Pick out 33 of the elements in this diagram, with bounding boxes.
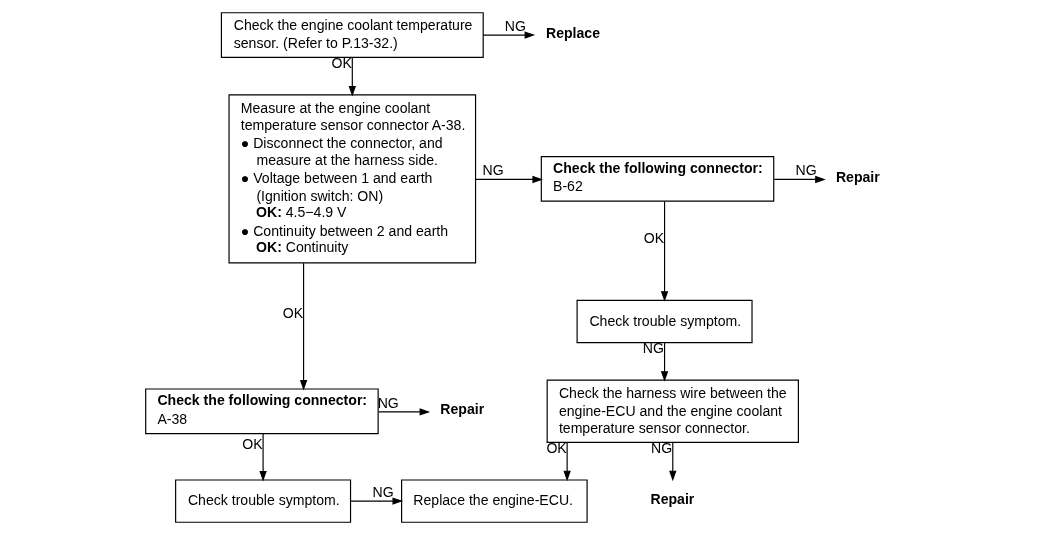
edge-label: NG	[377, 394, 399, 411]
arrow	[258, 433, 267, 482]
node-box: Check the following connector: B-62	[540, 156, 774, 202]
edge-label: OK	[331, 55, 352, 72]
node-box: Check the engine coolant temperature sensor. (Refer to P.13-32.)	[220, 12, 484, 58]
arrow	[773, 175, 826, 184]
node-text: Replace	[545, 25, 600, 42]
edge-label: OK	[282, 304, 303, 321]
arrow	[348, 56, 356, 97]
node-box: Check the harness wire between the engine-ECU and the engine coolant temperature sensor connector.	[546, 379, 799, 443]
arrow	[377, 408, 430, 416]
arrow	[660, 200, 668, 302]
arrow	[482, 31, 535, 39]
edge-label: OK	[643, 229, 664, 246]
arrow	[299, 262, 307, 391]
arrow	[660, 342, 668, 382]
edge-label: NG	[372, 484, 394, 501]
arrow	[349, 497, 403, 505]
arrow	[668, 442, 676, 482]
edge-label: NG	[504, 18, 526, 35]
arrow	[562, 442, 571, 482]
node-text: Repair	[649, 491, 694, 508]
node-box: Check trouble symptom.	[576, 299, 753, 344]
edge-label: NG	[795, 162, 817, 179]
node-box: Measure at the engine coolant temperature sensor connector A-38. ● Disconnect the connector, and measure at the harness side. ● Voltage between 1 and earth (Ignition switch: ON) OK: 4.5−4.9 V ● Continuity between 2 and earth OK: Continuity	[227, 94, 476, 264]
node-box: Check trouble symptom.	[174, 479, 351, 523]
arrow	[474, 175, 543, 184]
edge-label: NG	[482, 162, 504, 179]
node-text: Repair	[439, 401, 484, 418]
node-box: Replace the engine-ECU.	[400, 479, 588, 523]
node-box: Check the following connector: A-38	[144, 388, 379, 435]
edge-label: OK	[241, 435, 263, 452]
node-text: Repair	[835, 168, 880, 185]
